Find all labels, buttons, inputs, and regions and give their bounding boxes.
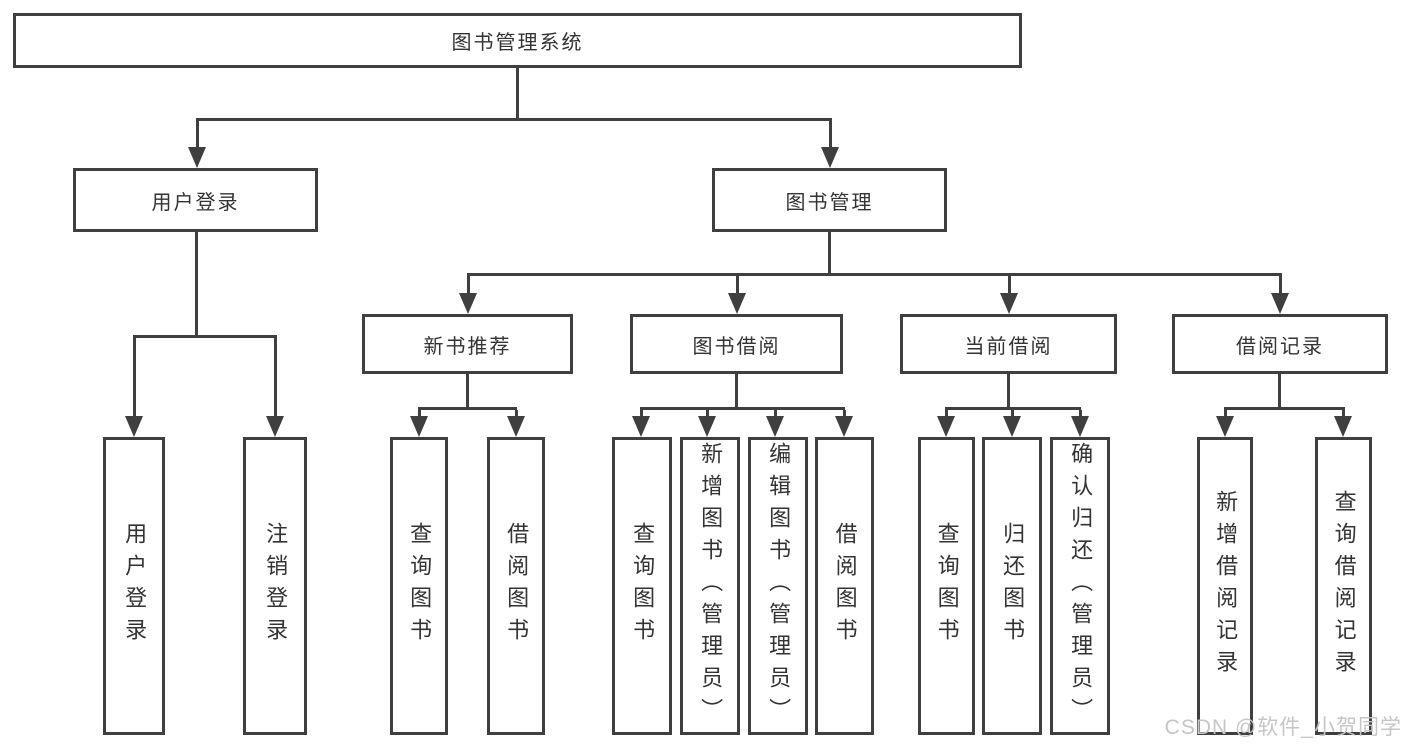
node-label: 用户登录 [151, 191, 240, 214]
connector-new-book-rec-stem [466, 374, 469, 407]
leaf-query-borrow-record: 查询借阅记录 [1315, 437, 1372, 735]
node-book-borrow: 图书借阅 [630, 314, 843, 374]
arrow-leaf [937, 410, 955, 437]
connector-user-login-stem [195, 232, 198, 335]
connector-new-book-rec-bus [418, 407, 517, 410]
connector-book-borrow-stem [735, 374, 738, 407]
connector-borrow-record-bus [1224, 407, 1345, 410]
leaf-query-book-3: 查询图书 [918, 437, 975, 735]
connector-book-borrow-bus [640, 407, 845, 410]
arrow-leaf [698, 410, 716, 437]
leaf-label: 归还图书 [1000, 522, 1026, 650]
csdn-watermark: CSDN @软件_小贺同学 [1164, 716, 1402, 739]
connector-current-borrow-stem [1007, 374, 1010, 407]
node-label: 图书借阅 [692, 335, 781, 358]
leaf-label: 查询图书 [630, 522, 656, 650]
arrow-to-leaf-logout [266, 338, 284, 437]
connector-current-borrow-bus [945, 407, 1081, 410]
node-new-book-recommend: 新书推荐 [362, 314, 573, 374]
leaf-query-book-1: 查询图书 [390, 437, 448, 735]
leaf-add-borrow-record: 新增借阅记录 [1197, 437, 1253, 735]
leaf-edit-book-admin: 编辑图书（管理员） [748, 437, 808, 735]
node-book-mgmt: 图书管理 [712, 168, 947, 232]
node-label: 当前借阅 [964, 335, 1053, 358]
leaf-user-login: 用户登录 [103, 437, 165, 735]
leaf-borrow-book-1: 借阅图书 [487, 437, 545, 735]
arrow-leaf [1003, 410, 1021, 437]
leaf-label: 查询借阅记录 [1331, 490, 1357, 682]
leaf-logout: 注销登录 [243, 437, 307, 735]
connector-root-stem [516, 68, 519, 121]
connector-borrow-record-stem [1278, 374, 1281, 407]
leaf-label: 编辑图书（管理员） [766, 442, 792, 730]
node-label: 借阅记录 [1236, 335, 1324, 358]
leaf-return-book: 归还图书 [982, 437, 1042, 735]
arrow-leaf [835, 410, 853, 437]
arrow-to-new-book-rec [459, 276, 477, 314]
node-current-borrow: 当前借阅 [900, 314, 1117, 374]
leaf-label: 查询图书 [934, 522, 960, 650]
arrow-to-borrow-record [1271, 276, 1289, 314]
connector-level1-bus [196, 118, 832, 121]
leaf-confirm-return-admin: 确认归还（管理员） [1050, 437, 1110, 735]
leaf-add-book-admin: 新增图书（管理员） [680, 437, 740, 735]
node-user-login: 用户登录 [73, 168, 318, 232]
leaf-label: 借阅图书 [832, 522, 858, 650]
arrow-leaf [766, 410, 784, 437]
arrow-leaf [507, 410, 525, 437]
leaf-label: 借阅图书 [504, 522, 530, 650]
arrow-leaf [410, 410, 428, 437]
node-label: 图书管理 [785, 191, 874, 214]
connector-user-login-bus [133, 335, 277, 338]
connector-level3-bus [467, 273, 1282, 276]
node-borrow-record: 借阅记录 [1172, 314, 1388, 374]
leaf-query-book-2: 查询图书 [612, 437, 672, 735]
node-label: 图书管理系统 [451, 32, 584, 54]
arrow-to-leaf-user-login [125, 338, 143, 437]
arrow-leaf [1216, 410, 1234, 437]
arrow-to-book-borrow [728, 276, 746, 314]
arrow-to-current-borrow [1000, 276, 1018, 314]
arrow-leaf [1071, 410, 1089, 437]
arrow-to-book-mgmt [821, 121, 839, 168]
leaf-borrow-book-2: 借阅图书 [815, 437, 874, 735]
node-label: 新书推荐 [423, 335, 512, 358]
leaf-label: 注销登录 [263, 522, 289, 650]
arrow-leaf [1334, 410, 1352, 437]
leaf-label: 用户登录 [122, 522, 148, 650]
arrow-leaf [632, 410, 650, 437]
node-library-management-system: 图书管理系统 [13, 13, 1022, 68]
connector-book-mgmt-stem [828, 232, 831, 273]
leaf-label: 新增图书（管理员） [698, 442, 724, 730]
leaf-label: 查询图书 [407, 522, 433, 650]
arrow-to-user-login [188, 121, 206, 168]
leaf-label: 确认归还（管理员） [1068, 442, 1094, 730]
leaf-label: 新增借阅记录 [1213, 490, 1239, 682]
